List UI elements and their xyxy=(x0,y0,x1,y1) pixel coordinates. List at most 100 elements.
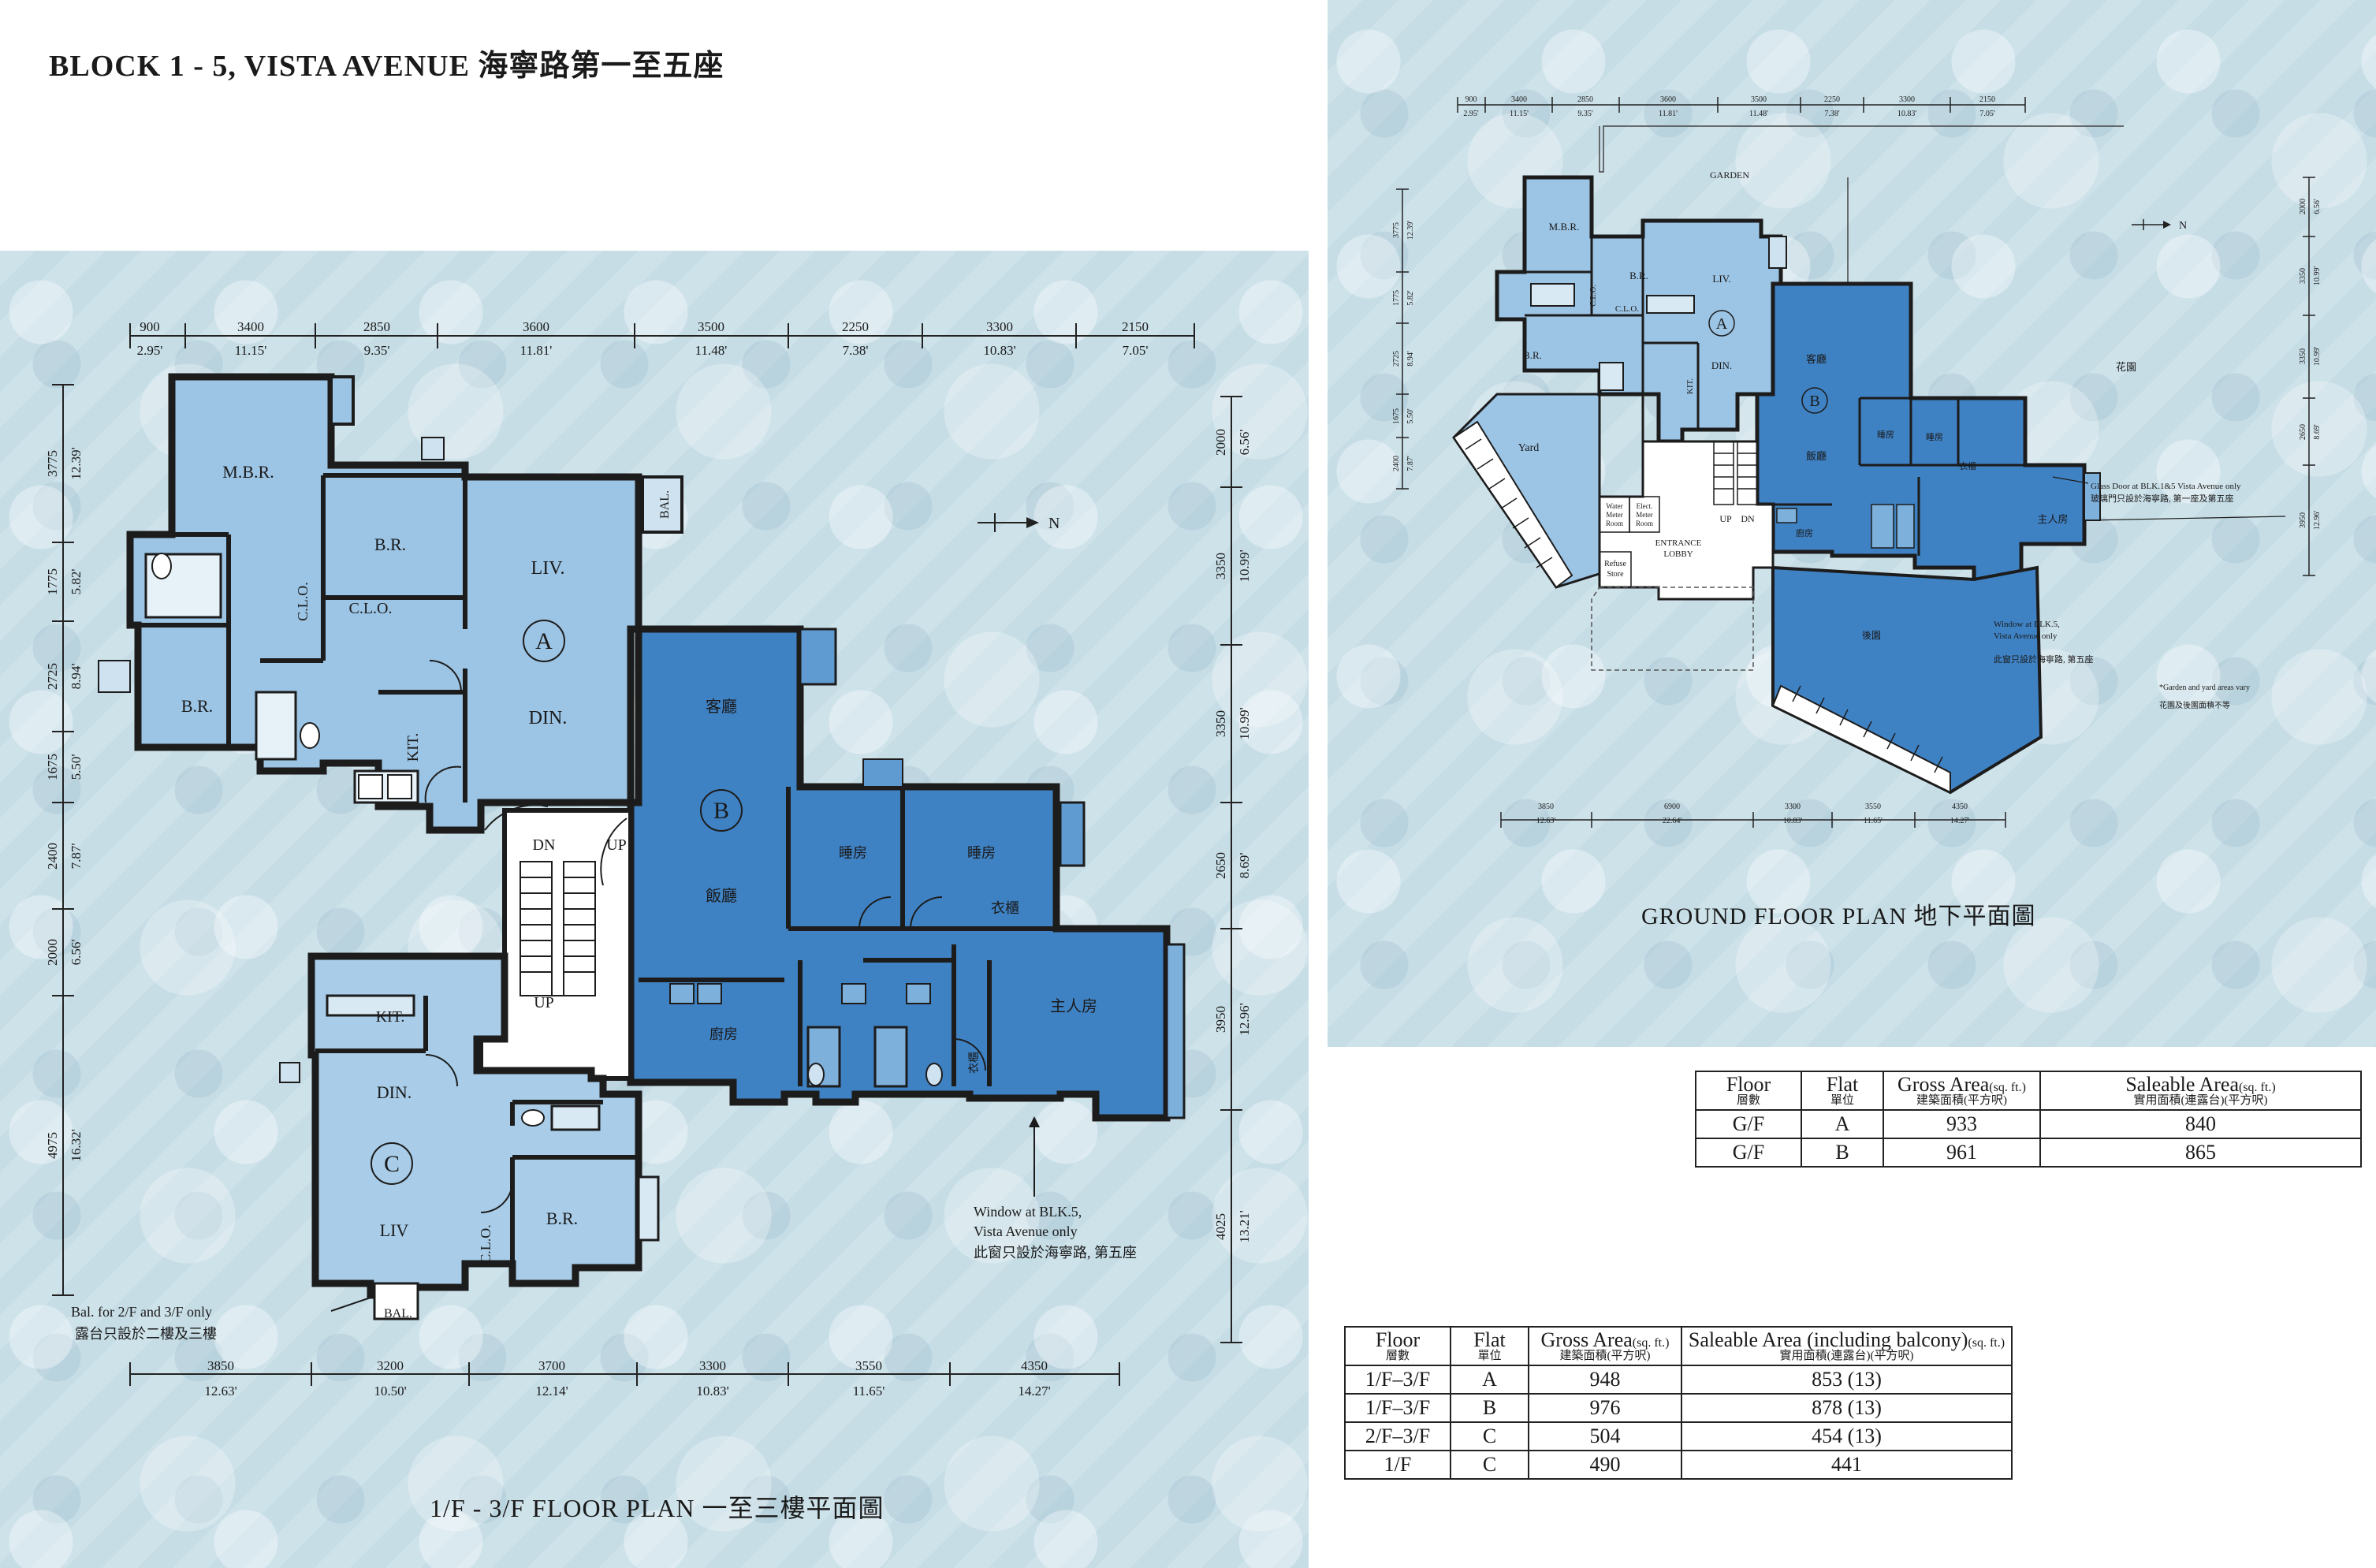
garden-label: GARDEN xyxy=(1710,169,1749,181)
north-arrow-icon: N xyxy=(978,513,1060,532)
bottom-dim-ft: 14.27' xyxy=(1018,1384,1050,1399)
unit-c-marker: C xyxy=(371,1142,413,1185)
window-note: Window at BLK.5, xyxy=(974,1204,1082,1220)
right-dim-ft: 10.99' xyxy=(2313,347,2322,367)
room-label-mbr: M.B.R. xyxy=(222,462,274,482)
top-dim-mm: 900 xyxy=(140,319,160,334)
top-dim-ft: 10.83' xyxy=(1897,110,1917,118)
bottom-dim-ft: 22.64' xyxy=(1663,817,1682,825)
ground-floor-plan: 900 2.95' 3400 11.15' 2850 9.35' 3600 11… xyxy=(1392,95,2322,828)
balcony-arrow-icon xyxy=(330,1297,371,1312)
balcony-note-zh: 露台只設於二樓及三樓 xyxy=(75,1326,217,1342)
bottom-dimensions xyxy=(129,1362,1120,1386)
upper-floor-plan-panel: 900 2.95' 3400 11.15' 2850 9.35' 3600 11… xyxy=(0,251,1309,1568)
table-row: G/F B 961 865 xyxy=(1695,1138,2362,1168)
garden-boundary xyxy=(1599,125,2124,284)
bottom-dim-ft: 10.50' xyxy=(374,1384,406,1399)
top-dim-mm: 3400 xyxy=(1511,95,1527,104)
cell-flat: B xyxy=(1801,1138,1884,1168)
room-label-bal: BAL. xyxy=(658,490,672,519)
right-dim-mm: 3950 xyxy=(2299,512,2307,528)
left-dim-mm: 4975 xyxy=(45,1132,60,1159)
left-dim-ft: 8.94' xyxy=(1406,351,1415,367)
room-label-yard: Yard xyxy=(1518,442,1540,454)
right-dim-mm: 3350 xyxy=(1213,553,1228,579)
right-dim-mm: 3350 xyxy=(2299,268,2307,284)
caption-en: GROUND FLOOR PLAN xyxy=(1641,903,1908,929)
left-dim-ft: 7.87' xyxy=(69,844,84,870)
top-dim-ft: 7.38' xyxy=(1824,110,1840,118)
right-dim-mm: 2000 xyxy=(1213,429,1228,456)
room-label-wardrobe: 衣櫃 xyxy=(968,1052,981,1074)
right-dim-ft: 12.96' xyxy=(1237,1003,1252,1035)
room-label-clo: C.L.O. xyxy=(478,1224,493,1264)
left-dim-ft: 12.39' xyxy=(69,447,84,479)
right-dim-ft: 8.69' xyxy=(1237,853,1252,879)
cell-gross: 976 xyxy=(1528,1393,1682,1424)
cell-saleable: 454 (13) xyxy=(1681,1421,2013,1452)
room-label-br: B.R. xyxy=(1523,349,1542,361)
bottom-dim-mm: 4350 xyxy=(1952,803,1968,811)
stair-label-dn: DN xyxy=(533,836,556,854)
top-dim-ft: 11.15' xyxy=(1510,110,1529,118)
north-arrow-icon: N xyxy=(2132,219,2187,232)
room-label-br: B.R. xyxy=(181,696,213,716)
top-dim-ft: 2.95' xyxy=(137,343,163,358)
room-label-clo: C.L.O. xyxy=(1589,285,1598,307)
right-dim-ft: 10.99' xyxy=(1237,549,1252,582)
left-dimensions xyxy=(52,384,74,1296)
svg-text:B: B xyxy=(1809,393,1819,410)
room-label-liv: LIV xyxy=(380,1220,409,1240)
top-dim-ft: 9.35' xyxy=(364,343,390,358)
left-dim-ft: 5.50' xyxy=(1406,408,1415,424)
left-dim-ft: 6.56' xyxy=(69,940,84,966)
left-dim-ft: 8.94' xyxy=(69,664,84,690)
room-label-living: 客廳 xyxy=(706,698,737,716)
top-dim-mm: 2850 xyxy=(1577,95,1593,104)
room-label-clo: C.L.O. xyxy=(349,600,393,617)
cell-flat: C xyxy=(1450,1421,1529,1452)
header-saleable: Saleable Area(sq. ft.)實用面積(連露台)(平方呎) xyxy=(2039,1070,2362,1112)
table-row: 1/F–3/F B 976 878 (13) xyxy=(1344,1393,2013,1424)
left-dim-mm: 2725 xyxy=(45,663,60,690)
glass-door-note: Glass Door at BLK.1&5 Vista Avenue only xyxy=(2091,482,2241,491)
top-dim-mm: 2250 xyxy=(1824,95,1840,104)
water-meter-label: Water xyxy=(1606,502,1622,510)
top-dim-ft: 7.05' xyxy=(1123,343,1149,358)
balcony-note: Bal. for 2/F and 3/F only xyxy=(71,1304,212,1320)
top-dim-mm: 3600 xyxy=(1660,95,1676,104)
room-label-clo: C.L.O. xyxy=(295,582,311,621)
room-label-din: DIN. xyxy=(377,1082,412,1102)
glass-door-note-zh: 玻璃門只設於海寧路, 第一座及第五座 xyxy=(2091,493,2234,504)
cell-saleable: 865 xyxy=(2039,1138,2362,1168)
top-dim-ft: 11.15' xyxy=(235,343,267,358)
right-dim-mm: 4025 xyxy=(1213,1213,1228,1240)
bottom-dim-mm: 3300 xyxy=(699,1358,726,1373)
caption-zh: 地下平面圖 xyxy=(1913,903,2036,929)
left-dim-mm: 2000 xyxy=(45,939,60,966)
room-label-wardrobe: 衣櫃 xyxy=(1959,460,1976,471)
room-label-liv: LIV. xyxy=(1712,273,1730,285)
cell-gross: 961 xyxy=(1883,1138,2041,1168)
page-title: BLOCK 1 - 5, VISTA AVENUE 海寧路第一至五座 xyxy=(49,50,724,83)
right-dim-ft: 8.69' xyxy=(2313,424,2322,440)
room-label-dining: 飯廳 xyxy=(1806,450,1827,462)
top-dim-ft: 11.81' xyxy=(1659,110,1678,118)
right-dim-mm: 2000 xyxy=(2299,199,2307,214)
lobby-label: LOBBY xyxy=(1663,549,1693,559)
room-label-liv: LIV. xyxy=(531,558,565,579)
cell-floor: 1/F xyxy=(1344,1450,1451,1480)
cell-saleable: 441 xyxy=(1681,1450,2013,1480)
bottom-dim-mm: 4350 xyxy=(1021,1358,1048,1373)
table-row: 2/F–3/F C 504 454 (13) xyxy=(1344,1421,2013,1452)
room-label-bedroom: 睡房 xyxy=(1926,432,1943,442)
room-label-kit: KIT. xyxy=(376,1008,405,1026)
table-row: 1/F–3/F A 948 853 (13) xyxy=(1344,1365,2013,1395)
unit-a-marker: A xyxy=(523,620,565,662)
top-dim-mm: 2150 xyxy=(1979,95,1995,104)
svg-text:B: B xyxy=(713,798,729,824)
top-dim-mm: 2150 xyxy=(1122,319,1149,334)
top-dimensions xyxy=(1457,97,2026,113)
